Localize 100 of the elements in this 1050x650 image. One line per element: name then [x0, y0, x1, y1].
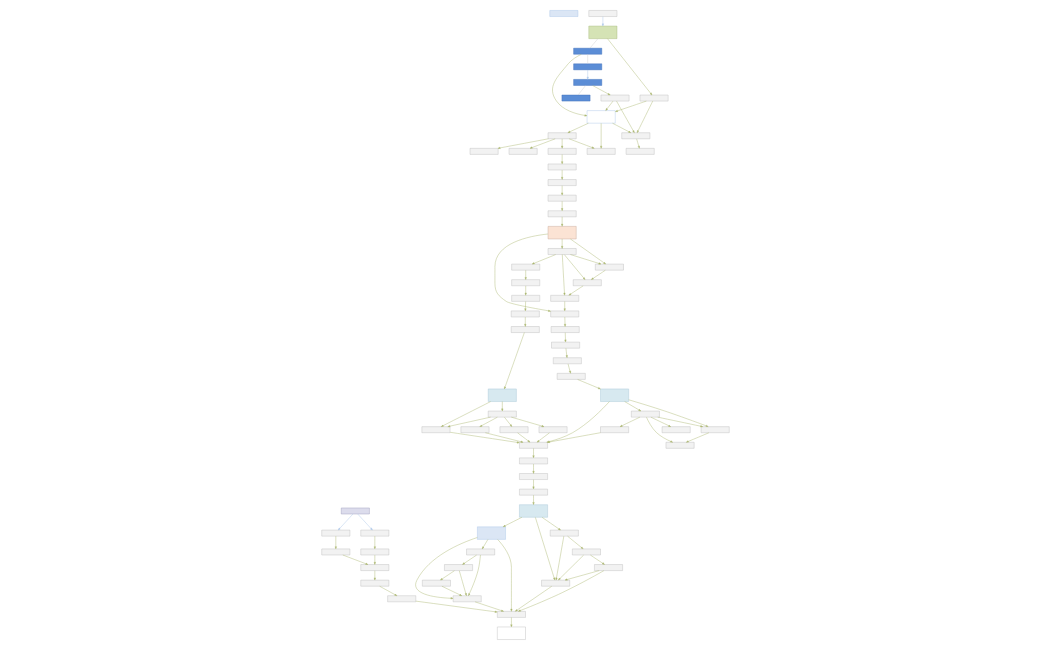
arrow: [567, 123, 589, 133]
arrow: [569, 254, 601, 265]
arrow: [569, 238, 606, 265]
arrow: [560, 138, 563, 149]
arrow: [373, 554, 376, 565]
arrow: [517, 570, 604, 612]
arrow: [510, 416, 544, 427]
arrow: [524, 270, 527, 280]
arrow: [560, 201, 563, 211]
arrow: [458, 570, 467, 596]
arrow: [656, 416, 703, 428]
arrow: [534, 517, 555, 581]
arrow: [591, 85, 610, 96]
arrow: [563, 316, 566, 327]
arrow: [551, 54, 587, 117]
arrow: [635, 138, 640, 149]
arrow: [546, 432, 601, 443]
arrow: [560, 169, 563, 180]
arrow: [503, 332, 525, 390]
arrow: [614, 100, 647, 112]
arrow: [605, 100, 613, 111]
arrow: [564, 570, 599, 581]
arrow: [532, 479, 534, 490]
arrow: [576, 379, 601, 390]
node-box: [561, 94, 590, 102]
arrow: [565, 348, 568, 358]
arrow: [500, 401, 503, 412]
arrow: [536, 432, 550, 443]
node-box: [556, 373, 586, 380]
node-box: [340, 507, 370, 515]
arrow: [628, 399, 708, 427]
arrow: [509, 617, 512, 628]
arrow: [623, 401, 641, 412]
arrow: [447, 416, 491, 428]
arrow: [546, 401, 610, 443]
arrow: [615, 100, 635, 133]
arrow: [531, 254, 556, 265]
node-box: [547, 226, 576, 240]
arrow: [619, 416, 640, 427]
arrow: [484, 432, 523, 443]
node-box: [625, 148, 654, 155]
arrow: [357, 513, 373, 531]
arrow: [563, 254, 585, 280]
arrow: [529, 138, 555, 149]
arrow: [440, 401, 491, 427]
connector: [577, 85, 586, 96]
arrow: [590, 270, 606, 280]
arrow: [479, 416, 498, 427]
arrow: [373, 535, 376, 550]
arrow: [685, 432, 709, 443]
node-box: [572, 47, 602, 55]
arrow: [467, 554, 481, 596]
arrow: [334, 535, 337, 550]
arrow: [560, 154, 563, 165]
node-box: [510, 295, 540, 302]
arrow: [560, 185, 563, 196]
node-box: [572, 63, 602, 71]
arrow: [523, 316, 526, 327]
arrow: [514, 586, 552, 612]
arrow: [532, 495, 534, 505]
arrow: [555, 535, 564, 581]
arrow: [541, 517, 561, 531]
arrow: [494, 233, 551, 312]
arrow: [441, 586, 462, 596]
arrow: [373, 570, 376, 581]
arrow: [567, 363, 571, 374]
arrow: [415, 600, 497, 613]
arrow: [337, 513, 353, 531]
arrow: [611, 123, 631, 133]
connector: [589, 38, 598, 49]
arrow: [378, 586, 397, 596]
node-box: [547, 148, 576, 155]
arrow: [560, 216, 563, 227]
arrow: [636, 100, 653, 133]
arrow: [532, 463, 534, 474]
arrow: [561, 254, 565, 296]
arrow: [481, 539, 488, 550]
arrow: [599, 123, 602, 149]
arrow: [502, 517, 522, 527]
arrow: [568, 138, 594, 149]
arrow: [415, 537, 478, 600]
arrow: [439, 570, 455, 581]
arrow: [532, 448, 534, 458]
arrow: [449, 432, 520, 444]
arrow: [589, 554, 605, 565]
arrow: [516, 432, 530, 443]
node-box: [588, 10, 617, 17]
arrow: [560, 238, 563, 249]
arrow: [557, 554, 584, 581]
arrow: [523, 301, 526, 312]
arrow: [645, 416, 673, 443]
arrow: [496, 539, 512, 612]
arrow: [503, 417, 512, 427]
arrow: [342, 554, 368, 565]
arrow: [524, 285, 527, 296]
arrow: [461, 554, 477, 565]
arrow: [474, 601, 504, 612]
arrow: [606, 38, 652, 96]
arrow: [563, 301, 566, 312]
node-box: [549, 10, 578, 17]
